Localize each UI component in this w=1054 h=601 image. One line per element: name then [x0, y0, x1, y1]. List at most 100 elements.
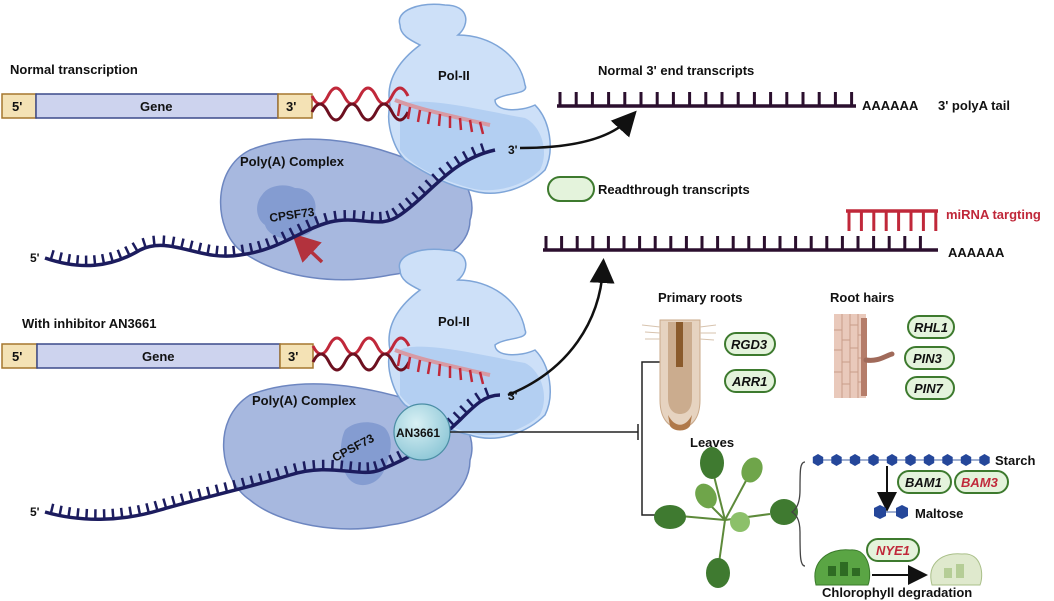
gene-pill-pin3: PIN3 — [904, 346, 955, 370]
base-tick — [171, 236, 176, 247]
base-tick — [124, 246, 131, 257]
gene-name: RGD3 — [731, 337, 768, 352]
rna-dna-hybrid-ticks — [396, 103, 485, 135]
base-tick — [411, 191, 420, 201]
cpsf73-shape — [257, 185, 317, 239]
legend-swatch — [547, 176, 595, 202]
dna-helix — [310, 86, 410, 122]
base-tick — [240, 244, 245, 255]
base-tick — [119, 507, 124, 518]
base-tick — [145, 503, 151, 514]
base-tick — [292, 463, 298, 474]
three-prime-box — [277, 93, 313, 119]
glucose-unit — [960, 454, 972, 466]
base-tick — [453, 155, 462, 166]
base-tick — [152, 235, 156, 246]
base-tick — [280, 231, 288, 242]
base-tick — [100, 253, 106, 265]
base-tick — [352, 210, 356, 221]
panel-title: Normal transcription — [10, 62, 138, 77]
base-tick — [180, 238, 185, 249]
base-tick — [232, 245, 236, 256]
base-tick — [378, 211, 383, 222]
primary-roots-title: Primary roots — [658, 290, 743, 305]
gene-name: RHL1 — [914, 320, 948, 335]
inhibition-connector — [450, 361, 664, 516]
base-tick — [483, 387, 490, 398]
polya-tail-sequence: AAAAAA — [862, 98, 919, 113]
base-tick — [312, 460, 316, 471]
root-illustration — [641, 319, 717, 431]
base-tick — [264, 238, 271, 249]
base-tick — [479, 143, 486, 154]
base-tick — [188, 240, 194, 251]
gene-pill-bam1: BAM1 — [897, 470, 952, 494]
complex-label: Poly(A) Complex — [240, 154, 345, 169]
leaves-title: Leaves — [690, 435, 734, 450]
base-tick — [366, 462, 370, 473]
base-tick — [76, 508, 80, 519]
base-tick — [302, 461, 307, 472]
three-prime-box — [279, 343, 314, 369]
base-tick — [75, 255, 80, 266]
glucose-unit — [812, 454, 824, 466]
five-prime-label: 5' — [12, 99, 22, 114]
panel-with-inhibitor: With inhibitor AN3661 5' Gene 3' Poly(A)… — [1, 248, 551, 530]
pol-ii-label: Pol-II — [438, 68, 470, 83]
base-tick — [240, 477, 246, 488]
base-tick — [214, 484, 220, 495]
normal-transcripts: Normal 3' end transcripts AAAAAA 3' poly… — [557, 63, 1010, 113]
base-tick — [49, 249, 55, 261]
pol-ii-lower-lobe — [400, 101, 545, 191]
transcript-bases — [558, 92, 854, 106]
base-tick — [438, 167, 447, 177]
base-tick — [348, 461, 353, 472]
gene-bar: 5' Gene 3' — [1, 93, 313, 119]
normal-transcripts-title: Normal 3' end transcripts — [598, 63, 754, 78]
base-tick — [357, 462, 361, 473]
gene-pill-pin7: PIN7 — [905, 376, 955, 400]
base-tick — [108, 251, 114, 263]
base-tick — [249, 475, 255, 486]
base-tick — [417, 185, 427, 195]
maltose-molecule — [874, 505, 908, 519]
gene-pill-rgd3: RGD3 — [724, 332, 776, 356]
gene-pill-rhl1: RHL1 — [907, 315, 955, 339]
gene-name: BAM3 — [961, 475, 999, 490]
base-tick — [256, 240, 263, 252]
base-tick — [111, 508, 115, 519]
starch-chain — [812, 454, 990, 466]
base-tick — [372, 461, 379, 472]
base-tick — [339, 460, 344, 471]
base-tick — [333, 210, 338, 222]
gene-pill-bam3: BAM3 — [954, 470, 1009, 494]
mirna-label: miRNA targting — [946, 207, 1041, 222]
base-tick — [272, 234, 279, 246]
rna-3-prime-label: 3' — [508, 143, 518, 157]
gene-box — [36, 343, 281, 369]
base-tick — [92, 255, 97, 266]
readthrough-transcript: miRNA targting AAAAAA — [543, 207, 1041, 260]
base-tick — [313, 215, 320, 227]
complex-label: Poly(A) Complex — [252, 393, 357, 408]
root-hairs-title: Root hairs — [830, 290, 894, 305]
an3661-label: AN3661 — [396, 426, 440, 440]
glucose-unit — [923, 454, 935, 466]
base-tick — [197, 242, 203, 253]
gene-name: BAM1 — [905, 475, 942, 490]
polya-tail-label: 3' polyA tail — [938, 98, 1010, 113]
three-prime-label: 3' — [288, 349, 298, 364]
glucose-unit — [849, 454, 861, 466]
base-tick — [179, 493, 185, 504]
base-tick — [170, 495, 177, 507]
gene-name: PIN7 — [914, 381, 944, 396]
transcript-bases — [544, 236, 922, 250]
chloroplast-intact — [814, 549, 871, 586]
base-tick — [385, 210, 391, 221]
glucose-unit — [979, 454, 990, 466]
base-tick — [153, 500, 159, 512]
base-tick — [266, 470, 272, 481]
mirna-bases — [847, 211, 938, 231]
base-tick — [188, 491, 194, 502]
leaves-brace — [790, 461, 806, 567]
